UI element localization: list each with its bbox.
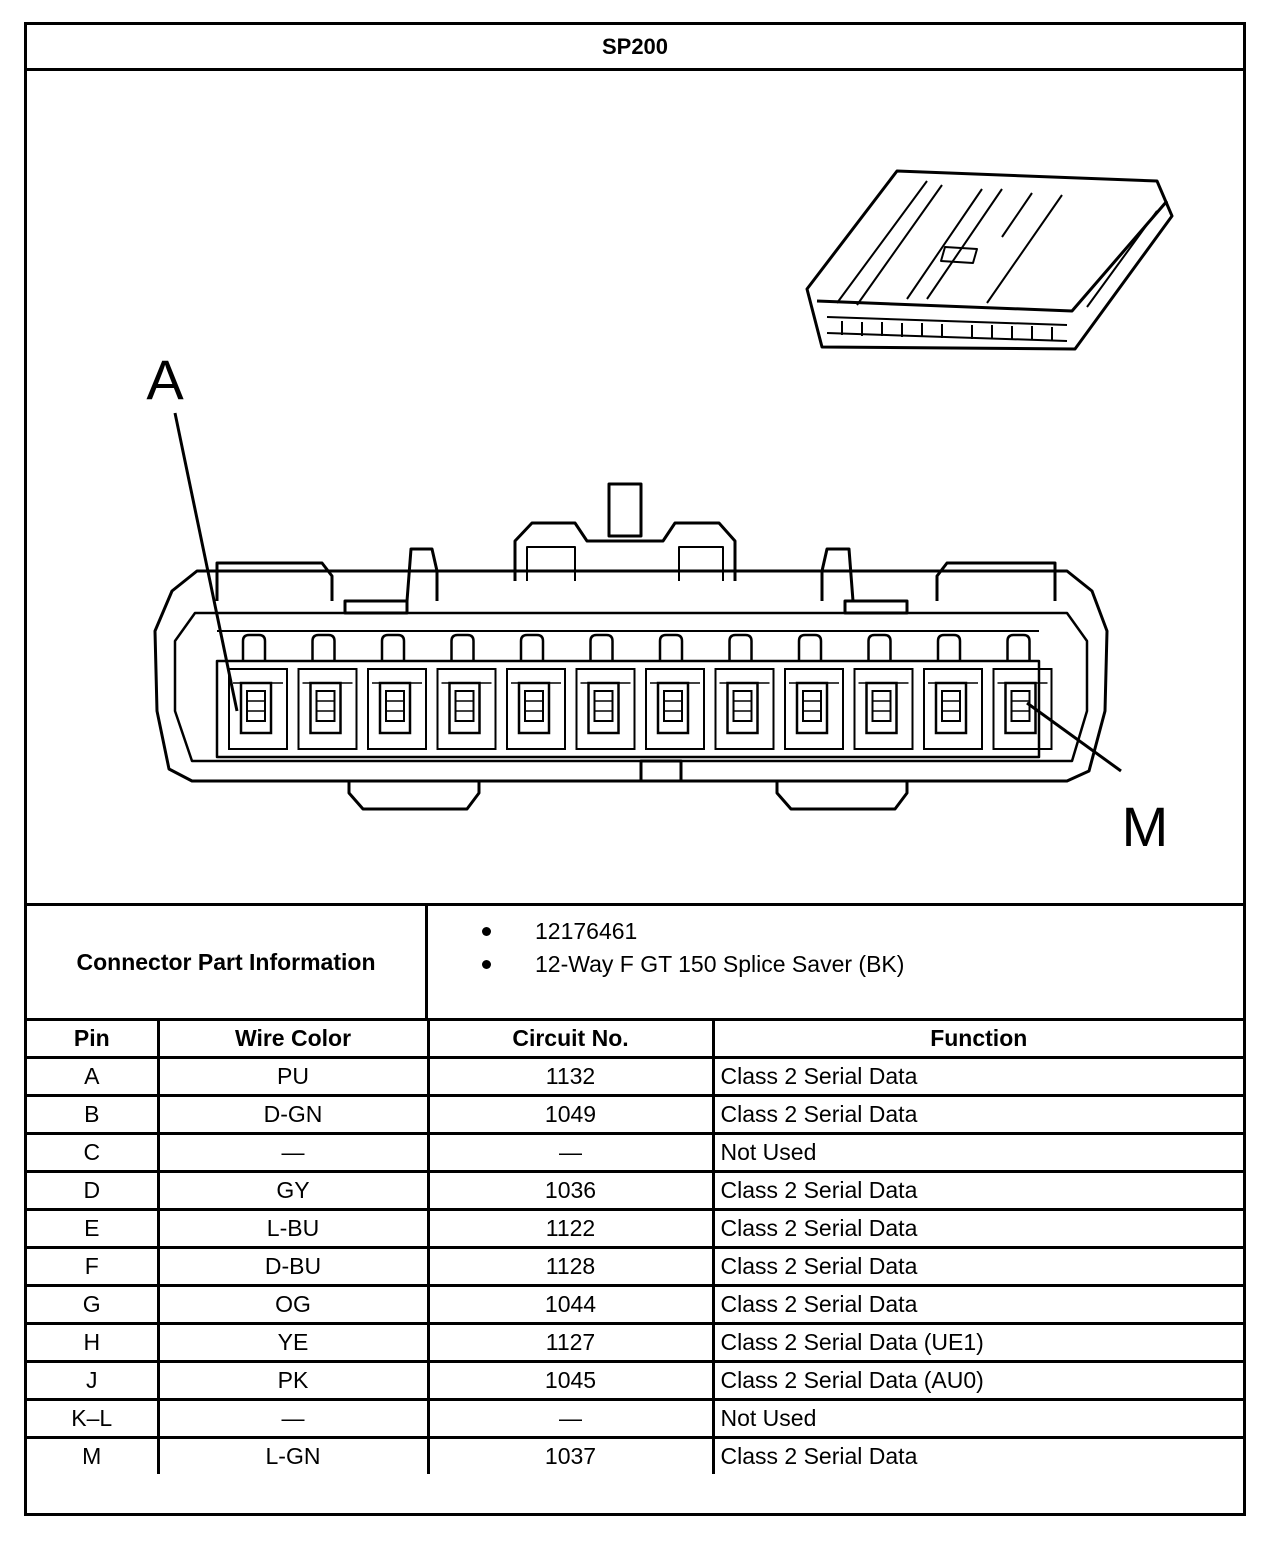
table-row: K–L——Not Used (27, 1398, 1243, 1439)
header-circuit-no: Circuit No. (426, 1021, 715, 1059)
cell-wire-color: PK (156, 1360, 430, 1401)
cell-pin: G (27, 1284, 160, 1325)
cell-wire-color: YE (156, 1322, 430, 1363)
cell-wire-color: L-BU (156, 1208, 430, 1249)
cell-pin: A (27, 1056, 160, 1097)
cell-circuit: 1044 (426, 1284, 715, 1325)
connector-cavity (436, 633, 497, 750)
cell-wire-color: — (156, 1398, 430, 1439)
cell-circuit: — (426, 1132, 715, 1173)
connector-part-info-list: 12176461 12-Way F GT 150 Splice Saver (B… (428, 906, 1243, 1018)
cell-circuit: 1037 (426, 1436, 715, 1474)
cell-wire-color: L-GN (156, 1436, 430, 1474)
part-number-item: 12176461 (482, 918, 638, 945)
pin-a-label: A (146, 348, 184, 411)
connector-cavity (645, 633, 705, 750)
connector-cavity (923, 633, 983, 750)
cell-wire-color: — (156, 1132, 430, 1173)
cell-pin: M (27, 1436, 160, 1474)
cell-wire-color: D-BU (156, 1246, 430, 1287)
connector-cavity (297, 633, 358, 750)
cell-wire-color: PU (156, 1056, 430, 1097)
connector-cavity (714, 633, 775, 750)
connector-cavity (228, 633, 288, 750)
connector-front-view (153, 482, 1109, 811)
cell-pin: C (27, 1132, 160, 1173)
cell-pin: E (27, 1208, 160, 1249)
pin-m-label: M (1122, 795, 1169, 858)
connector-cavity (367, 633, 427, 750)
connector-cavity (506, 633, 566, 750)
cell-pin: F (27, 1246, 160, 1287)
cell-pin: J (27, 1360, 160, 1401)
cell-circuit: 1128 (426, 1246, 715, 1287)
cell-function: Class 2 Serial Data (UE1) (711, 1322, 1243, 1363)
header-function: Function (711, 1021, 1243, 1059)
bullet-icon (482, 960, 491, 969)
connector-diagram: A M (27, 71, 1243, 903)
cell-circuit: 1122 (426, 1208, 715, 1249)
connector-cavities (228, 633, 1053, 750)
cell-circuit: 1127 (426, 1322, 715, 1363)
header-wire-color: Wire Color (156, 1021, 430, 1059)
cell-pin: H (27, 1322, 160, 1363)
cell-circuit: 1132 (426, 1056, 715, 1097)
connector-cavity (853, 633, 914, 750)
cell-function: Class 2 Serial Data (711, 1436, 1243, 1474)
connector-cavity (575, 633, 636, 750)
cell-circuit: 1049 (426, 1094, 715, 1135)
header-pin: Pin (27, 1021, 160, 1059)
cell-circuit: — (426, 1398, 715, 1439)
pin-m-leader-line (1026, 701, 1122, 773)
cell-function: Not Used (711, 1398, 1243, 1439)
connector-part-info-label: Connector Part Information (27, 906, 428, 1018)
connector-cavity (992, 633, 1053, 750)
cell-circuit: 1045 (426, 1360, 715, 1401)
cell-function: Class 2 Serial Data (711, 1056, 1243, 1097)
page-title: SP200 (27, 25, 1243, 71)
table-row: C——Not Used (27, 1132, 1243, 1173)
cell-pin: K–L (27, 1398, 160, 1439)
cell-wire-color: D-GN (156, 1094, 430, 1135)
cell-pin: D (27, 1170, 160, 1211)
cell-wire-color: GY (156, 1170, 430, 1211)
cell-function: Class 2 Serial Data (AU0) (711, 1360, 1243, 1401)
connector-isometric-view (805, 169, 1174, 351)
bullet-icon (482, 927, 491, 936)
table-header-row: Pin Wire Color Circuit No. Function (27, 1021, 1243, 1059)
connector-cavity (784, 633, 844, 750)
connector-part-info: Connector Part Information 12176461 12-W… (27, 903, 1243, 1021)
connector-drawing: A M (146, 169, 1174, 858)
cell-pin: B (27, 1094, 160, 1135)
cell-function: Not Used (711, 1132, 1243, 1173)
cell-wire-color: OG (156, 1284, 430, 1325)
part-number: 12176461 (535, 918, 638, 944)
part-description-item: 12-Way F GT 150 Splice Saver (BK) (482, 951, 905, 978)
cell-circuit: 1036 (426, 1170, 715, 1211)
part-description: 12-Way F GT 150 Splice Saver (BK) (535, 951, 905, 977)
cell-function: Class 2 Serial Data (711, 1170, 1243, 1211)
cell-function: Class 2 Serial Data (711, 1094, 1243, 1135)
cell-function: Class 2 Serial Data (711, 1208, 1243, 1249)
cell-function: Class 2 Serial Data (711, 1246, 1243, 1287)
connector-sheet: SP200 A M (24, 22, 1246, 1516)
cell-function: Class 2 Serial Data (711, 1284, 1243, 1325)
